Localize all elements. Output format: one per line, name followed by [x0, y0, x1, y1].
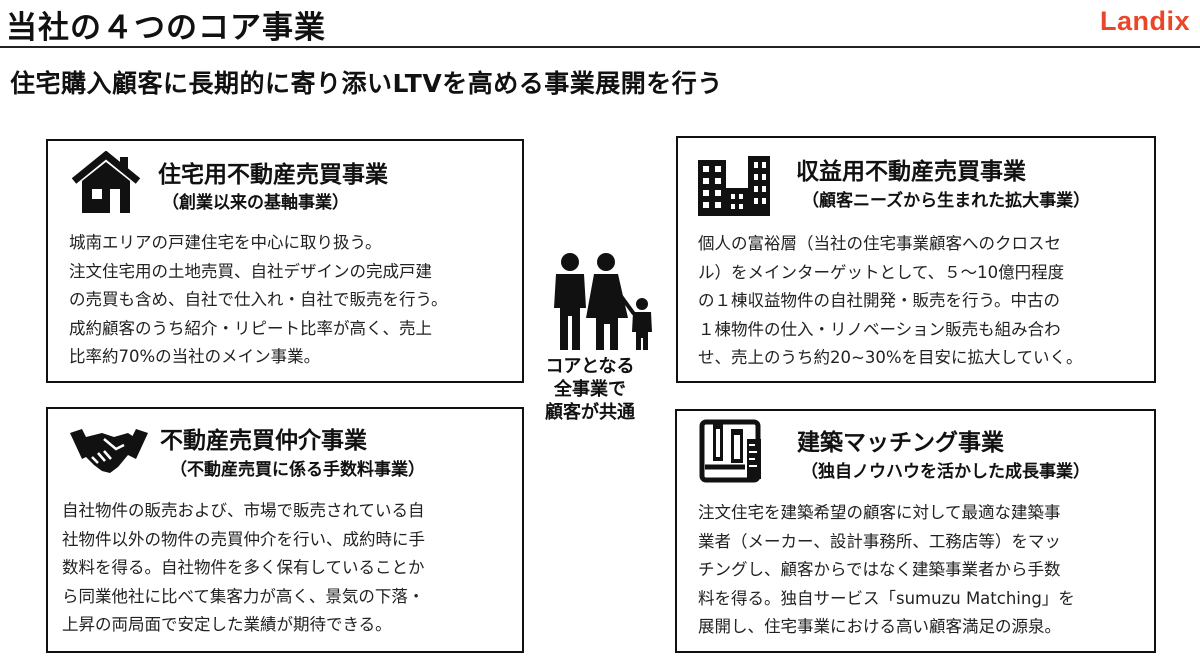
- card-title: 不動産売買仲介事業: [160, 428, 367, 454]
- card-title: 収益用不動産売買事業: [796, 159, 1026, 185]
- title-divider: [0, 46, 1200, 48]
- card-body: 城南エリアの戸建住宅を中心に取り扱う。 注文住宅用の土地売買、自社デザインの完成…: [69, 229, 448, 372]
- card-line: 個人の富裕層（当社の住宅事業顧客へのクロスセ: [698, 234, 1061, 253]
- card-title: 建築マッチング事業: [797, 430, 1004, 456]
- center-label-line: コアとなる: [545, 356, 635, 377]
- house-icon: [71, 151, 141, 213]
- card-line: 注文住宅を建築希望の顧客に対して最適な建築事: [698, 503, 1061, 522]
- card-line: 注文住宅用の土地売買、自社デザインの完成戸建: [69, 261, 432, 281]
- center-label-line: 顧客が共通: [545, 402, 635, 423]
- card-subtitle: （顧客ニーズから生まれた拡大事業）: [802, 191, 1091, 211]
- card-subtitle: （創業以来の基軸事業）: [162, 193, 349, 213]
- card-line: チングし、顧客からではなく建築事業者から手数: [698, 560, 1061, 579]
- card-line: 料を得る。独自サービス「sumuzu Matching」を: [698, 588, 1075, 608]
- card-line: 業者（メーカー、設計事務所、工務店等）をマッ: [698, 531, 1061, 551]
- card-line: 成約顧客のうち紹介・リピート比率が高く、売上: [69, 318, 432, 338]
- page-title: 当社の４つのコア事業: [6, 10, 326, 46]
- card-income-property: 収益用不動産売買事業 （顧客ニーズから生まれた拡大事業） 個人の富裕層（当社の住…: [676, 136, 1156, 383]
- card-body: 自社物件の販売および、市場で販売されている自 社物件以外の物件の売買仲介を行い、…: [62, 497, 425, 640]
- card-line: 展開し、住宅事業における高い顧客満足の源泉。: [698, 617, 1061, 636]
- card-line: 数料を得る。自社物件を多く保有していることか: [62, 558, 425, 577]
- card-line: 城南エリアの戸建住宅を中心に取り扱う。: [69, 233, 382, 252]
- card-line: の１棟収益物件の自社開発・販売を行う。中古の: [698, 291, 1061, 310]
- logo: Landix: [1099, 6, 1190, 36]
- card-line: １棟物件の仕入・リノベーション販売も組み合わ: [698, 319, 1061, 339]
- card-body: 個人の富裕層（当社の住宅事業顧客へのクロスセ ル）をメインターゲットとして、５～…: [698, 230, 1083, 373]
- center-label-line: 全事業で: [554, 379, 626, 400]
- family-icon: [554, 253, 652, 350]
- blueprint-tools-icon: [699, 419, 761, 483]
- card-line: せ、売上のうち約20~30%を目安に拡大していく。: [698, 348, 1083, 367]
- card-subtitle: （不動産売買に係る手数料事業）: [170, 460, 425, 480]
- card-line: 社物件以外の物件の売買仲介を行い、成約時に手: [62, 529, 425, 549]
- handshake-icon: [70, 429, 148, 473]
- card-brokerage: 不動産売買仲介事業 （不動産売買に係る手数料事業） 自社物件の販売および、市場で…: [46, 407, 524, 653]
- card-line: ら同業他社に比べて集客力が高く、景気の下落・: [62, 586, 425, 606]
- card-title: 住宅用不動産売買事業: [158, 162, 388, 188]
- card-subtitle: （独自ノウハウを活かした成長事業）: [801, 462, 1090, 482]
- page-subtitle: 住宅購入顧客に長期的に寄り添いLTVを高める事業展開を行う: [10, 69, 723, 98]
- card-line: 比率約70%の当社のメイン事業。: [69, 347, 321, 366]
- center-label: コアとなる 全事業で 顧客が共通: [530, 355, 650, 424]
- card-building-matching: 建築マッチング事業 （独自ノウハウを活かした成長事業） 注文住宅を建築希望の顧客…: [675, 409, 1156, 653]
- card-line: ル）をメインターゲットとして、５～10億円程度: [698, 262, 1065, 282]
- card-residential: 住宅用不動産売買事業 （創業以来の基軸事業） 城南エリアの戸建住宅を中心に取り扱…: [46, 139, 524, 383]
- card-line: の売買も含め、自社で仕入れ・自社で販売を行う。: [69, 290, 448, 309]
- buildings-icon: [698, 156, 770, 216]
- card-line: 上昇の両局面で安定した業績が期待できる。: [62, 615, 392, 634]
- card-body: 注文住宅を建築希望の顧客に対して最適な建築事 業者（メーカー、設計事務所、工務店…: [698, 499, 1075, 642]
- card-line: 自社物件の販売および、市場で販売されている自: [62, 501, 425, 520]
